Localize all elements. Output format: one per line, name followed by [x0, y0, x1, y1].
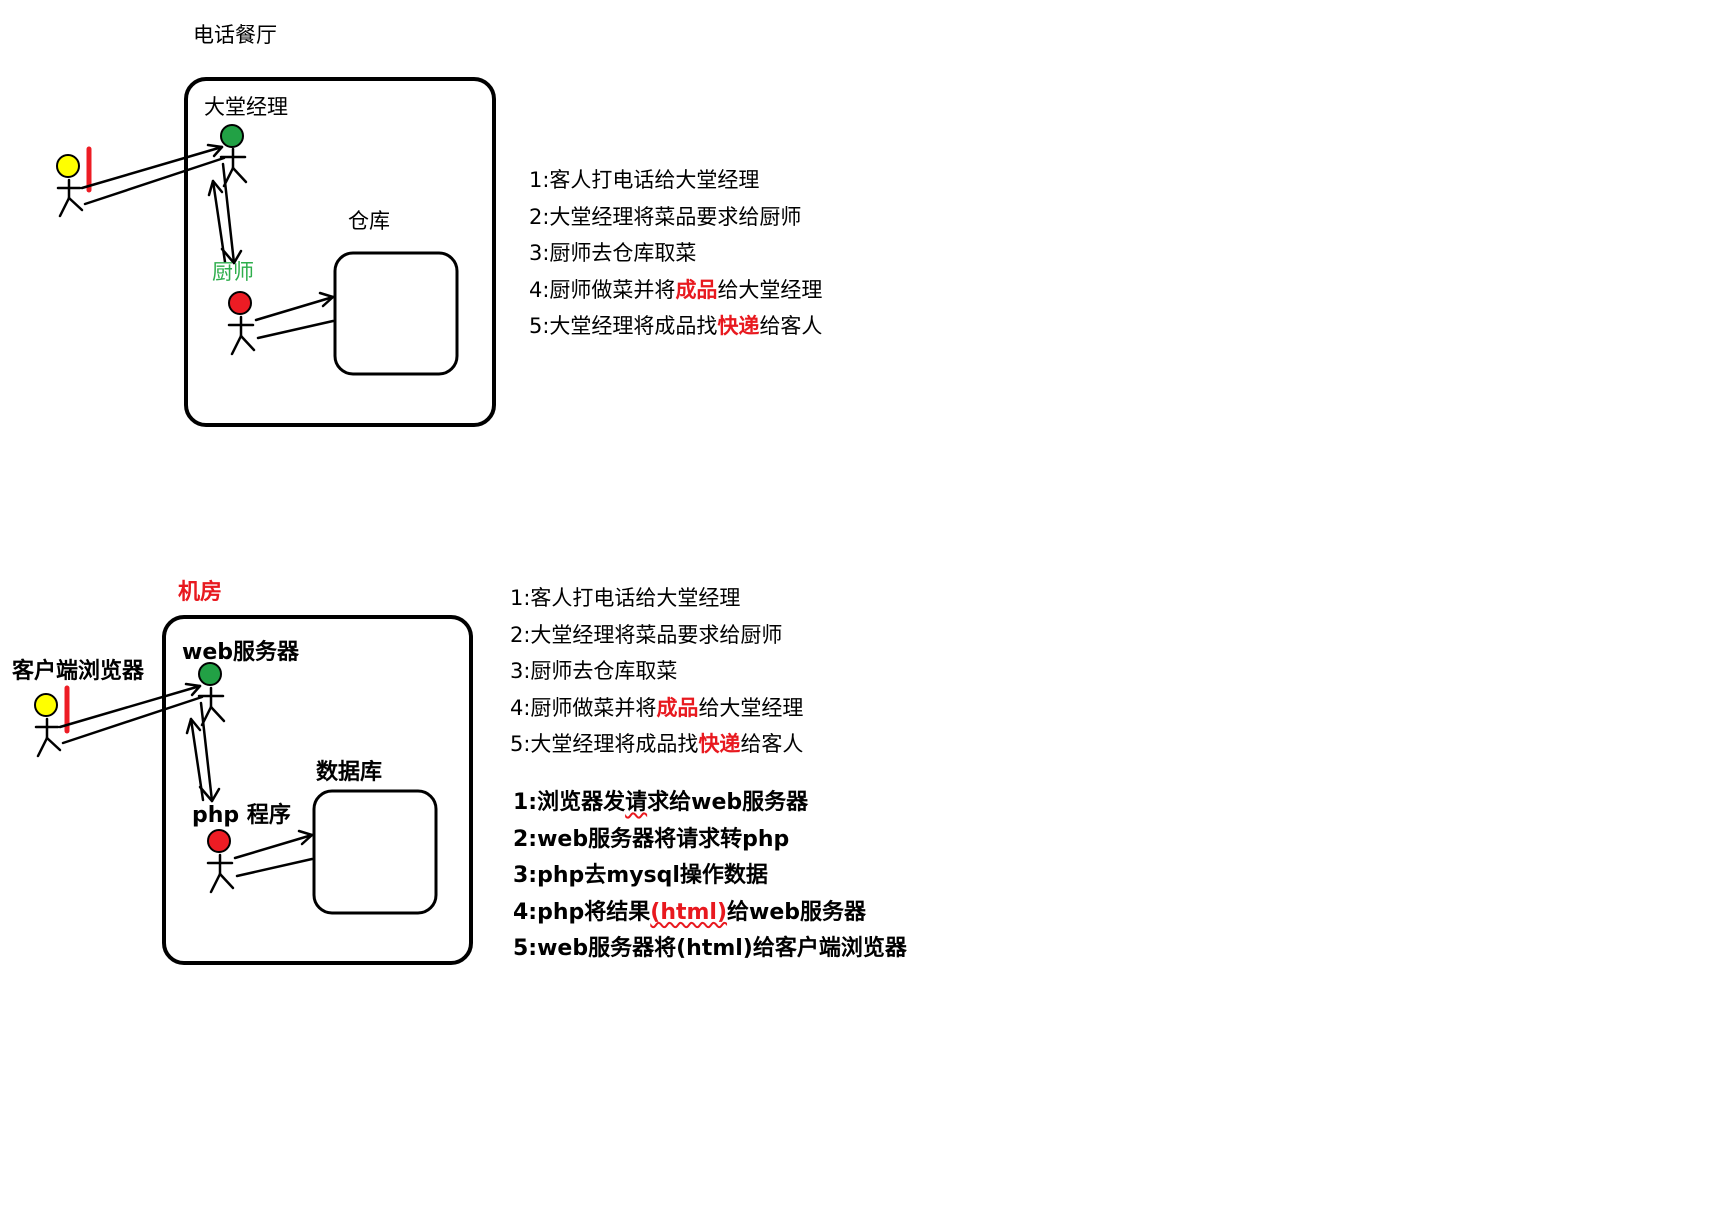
- step-item: 1:浏览器发请求给web服务器: [513, 790, 809, 815]
- arrows-bottom: [58, 682, 314, 878]
- step-item: 5:web服务器将(html)给客户端浏览器: [513, 936, 907, 961]
- step-item: 5:大堂经理将成品找快递给客人: [529, 314, 823, 338]
- web-server-label: web服务器: [182, 640, 299, 665]
- manager-figure: [219, 147, 248, 188]
- client-browser-label: 客户端浏览器: [12, 659, 145, 684]
- step-item: 2:大堂经理将菜品要求给厨师: [529, 204, 802, 229]
- manager-head: [220, 124, 244, 148]
- step-item: 1:客人打电话给大堂经理: [529, 168, 760, 192]
- client-figure: [34, 717, 62, 758]
- step-item: 4:厨师做菜并将成品给大堂经理: [529, 277, 823, 302]
- customer-figure-top: [56, 178, 84, 218]
- warehouse-label: 仓库: [348, 209, 390, 233]
- chef-label: 厨师: [212, 260, 254, 284]
- chef-figure: [227, 315, 256, 356]
- manager-label: 大堂经理: [204, 95, 288, 119]
- step-item: 2:web服务器将请求转php: [513, 826, 790, 852]
- php-head: [207, 829, 231, 853]
- step-item: 4:php将结果(html)给web服务器: [513, 899, 867, 925]
- arrows-top: [80, 143, 335, 340]
- restaurant-steps: 1:客人打电话给大堂经理 2:大堂经理将菜品要求给厨师 3:厨师去仓库取菜 4:…: [529, 162, 822, 345]
- server-room-title: 机房: [178, 580, 223, 605]
- restaurant-title: 电话餐厅: [193, 23, 277, 47]
- database-label: 数据库: [316, 760, 383, 785]
- database-box: [312, 789, 438, 915]
- restaurant-frame: [184, 77, 496, 427]
- php-program-label: php 程序: [192, 803, 291, 828]
- step-item: 3:php去mysql操作数据: [513, 863, 768, 888]
- web-server-head: [198, 662, 222, 686]
- step-item: 5:大堂经理将成品找快递给客人: [510, 732, 804, 756]
- step-item: 1:客人打电话给大堂经理: [510, 586, 741, 610]
- warehouse-box: [333, 251, 459, 376]
- server-room-frame: [162, 615, 473, 965]
- chef-head: [228, 291, 252, 315]
- php-figure: [206, 853, 235, 894]
- step-item: 2:大堂经理将菜品要求给厨师: [510, 622, 783, 647]
- customer-head-top: [56, 154, 80, 178]
- client-head: [34, 693, 58, 717]
- step-item: 3:厨师去仓库取菜: [510, 659, 678, 683]
- web-request-steps: 1:浏览器发请求给web服务器 2:web服务器将请求转php 3:php去my…: [513, 785, 907, 968]
- step-item: 4:厨师做菜并将成品给大堂经理: [510, 695, 804, 720]
- step-item: 3:厨师去仓库取菜: [529, 241, 697, 265]
- analogy-steps: 1:客人打电话给大堂经理 2:大堂经理将菜品要求给厨师 3:厨师去仓库取菜 4:…: [510, 580, 803, 763]
